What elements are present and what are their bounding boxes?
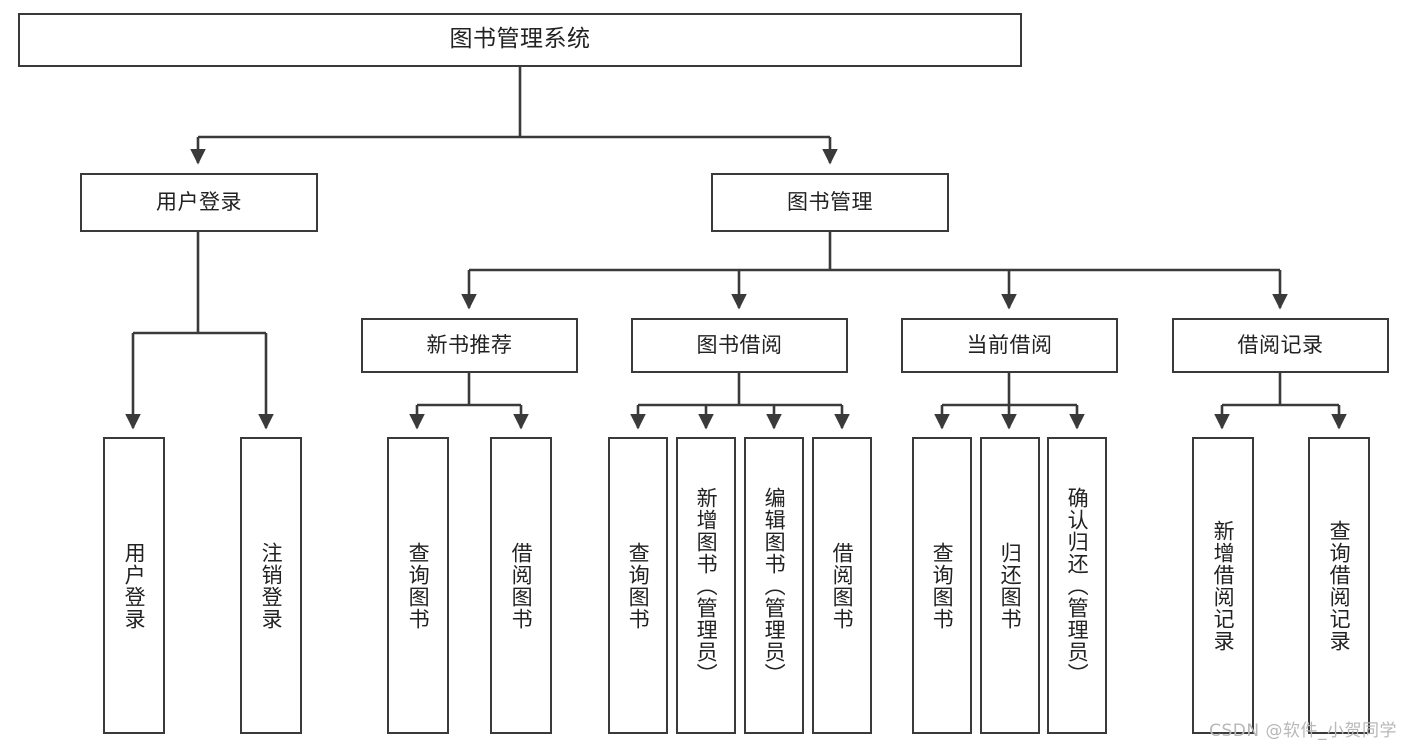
leaf-add-book[interactable]: 新增图书（管理员）: [676, 437, 736, 734]
leaf-edit-book-label: 编辑图书（管理员）: [762, 486, 787, 685]
node-root-label: 图书管理系统: [449, 26, 591, 53]
leaf-borrow-book-1[interactable]: 借阅图书: [490, 437, 552, 734]
leaf-borrow-book-2[interactable]: 借阅图书: [812, 437, 872, 734]
node-book-manage-label: 图书管理: [787, 189, 873, 214]
node-new-book-recommend[interactable]: 新书推荐: [361, 318, 578, 373]
leaf-borrow-book-1-label: 借阅图书: [509, 541, 534, 630]
leaf-query-book-1-label: 查询图书: [406, 541, 431, 630]
leaf-user-login[interactable]: 用户登录: [103, 437, 165, 734]
leaf-query-book-3-label: 查询图书: [930, 541, 955, 630]
leaf-query-record[interactable]: 查询借阅记录: [1308, 437, 1370, 734]
node-root[interactable]: 图书管理系统: [18, 13, 1022, 67]
node-book-borrow[interactable]: 图书借阅: [631, 318, 848, 373]
node-current-borrow-label: 当前借阅: [966, 332, 1053, 357]
leaf-user-login-label: 用户登录: [122, 541, 147, 630]
leaf-confirm-return-label: 确认归还（管理员）: [1065, 486, 1090, 685]
leaf-user-logout[interactable]: 注销登录: [240, 437, 302, 734]
leaf-query-book-1[interactable]: 查询图书: [387, 437, 449, 734]
node-borrow-record-label: 借阅记录: [1237, 332, 1324, 357]
leaf-add-book-label: 新增图书（管理员）: [694, 486, 719, 685]
node-book-borrow-label: 图书借阅: [696, 332, 783, 357]
node-user-login-label: 用户登录: [156, 189, 242, 214]
leaf-confirm-return[interactable]: 确认归还（管理员）: [1047, 437, 1107, 734]
leaf-query-book-2-label: 查询图书: [626, 541, 651, 630]
leaf-return-book-label: 归还图书: [998, 541, 1023, 630]
csdn-watermark: CSDN @软件_小贺同学: [1209, 721, 1397, 741]
node-user-login[interactable]: 用户登录: [80, 173, 318, 232]
leaf-add-record-label: 新增借阅记录: [1211, 519, 1236, 652]
leaf-add-record[interactable]: 新增借阅记录: [1192, 437, 1254, 734]
node-book-manage[interactable]: 图书管理: [711, 173, 949, 232]
node-new-book-recommend-label: 新书推荐: [426, 332, 513, 357]
leaf-query-record-label: 查询借阅记录: [1327, 519, 1352, 652]
leaf-edit-book[interactable]: 编辑图书（管理员）: [744, 437, 804, 734]
leaf-query-book-3[interactable]: 查询图书: [912, 437, 972, 734]
leaf-user-logout-label: 注销登录: [259, 541, 284, 630]
leaf-borrow-book-2-label: 借阅图书: [830, 541, 855, 630]
leaf-query-book-2[interactable]: 查询图书: [608, 437, 668, 734]
node-borrow-record[interactable]: 借阅记录: [1172, 318, 1389, 373]
node-current-borrow[interactable]: 当前借阅: [901, 318, 1118, 373]
leaf-return-book[interactable]: 归还图书: [980, 437, 1040, 734]
